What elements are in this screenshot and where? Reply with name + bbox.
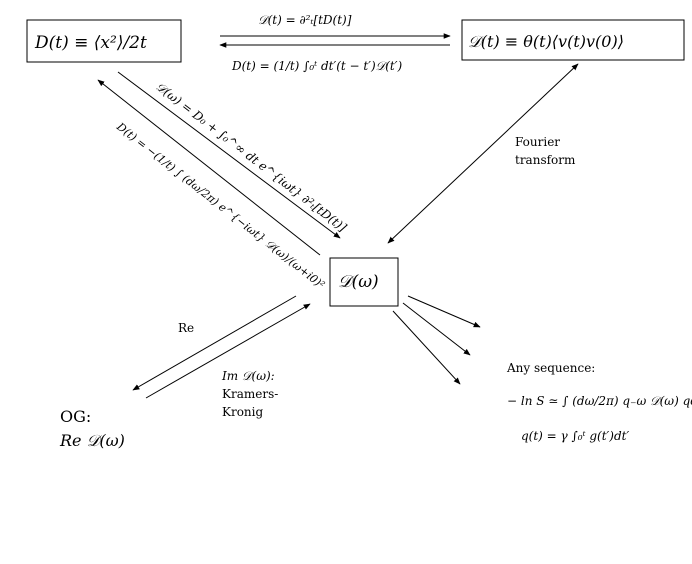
freq-node-box xyxy=(329,257,399,307)
sequence-arrow-2 xyxy=(402,302,471,356)
im-arrow xyxy=(145,303,311,399)
sequence-eq2: q(t) = γ ∫₀ᵗ g(t′)dt′ xyxy=(521,429,629,443)
diag-forward-arrow xyxy=(117,71,341,239)
top-backward-label: D(t) = (1/t) ∫₀ᵗ dt′(t − t′)𝒟(t′) xyxy=(231,59,402,73)
fourier-arrow xyxy=(387,63,579,244)
sequence-eq1: − ln S ≃ ∫ (dω/2π) q₋ω 𝒟(ω) qω, xyxy=(507,394,692,408)
fourier-label-line1: Fourier xyxy=(515,135,560,149)
og-label-line1: OG: xyxy=(60,407,91,426)
msd-node-box xyxy=(26,19,182,63)
diag-backward-label: D(t) = −(1/t) ∫ (dω/2π) e^{−iωt} 𝒟(ω)/(ω… xyxy=(113,120,327,292)
fourier-label-line2: transform xyxy=(515,153,576,167)
og-label-line2: Re 𝒟(ω) xyxy=(59,431,125,450)
diag-forward-label: 𝒟(ω) = D₀ + ∫₀^∞ dt e^{iωt} ∂²ₜ[tD(t)] xyxy=(153,79,349,235)
sequence-arrow-3 xyxy=(392,310,461,385)
im-label-line2: Kramers- xyxy=(222,387,278,401)
sequence-heading: Any sequence: xyxy=(506,361,595,375)
vacf-node-label: 𝒟(t) ≡ θ(t)⟨v(t)v(0)⟩ xyxy=(468,32,624,51)
re-arrow xyxy=(132,295,297,391)
vacf-node-box xyxy=(461,19,685,61)
freq-node-label: 𝒟(ω) xyxy=(338,272,379,292)
im-label-line1: Im 𝒟(ω): xyxy=(221,369,275,383)
top-forward-label: 𝒟(t) = ∂²ₜ[tD(t)] xyxy=(258,13,352,27)
sequence-arrow-1 xyxy=(407,295,481,328)
im-label-line3: Kronig xyxy=(222,405,263,419)
msd-node-label: D(t) ≡ ⟨x²⟩/2t xyxy=(34,33,147,53)
re-label: Re xyxy=(178,321,194,335)
diag-backward-arrow xyxy=(97,79,321,256)
